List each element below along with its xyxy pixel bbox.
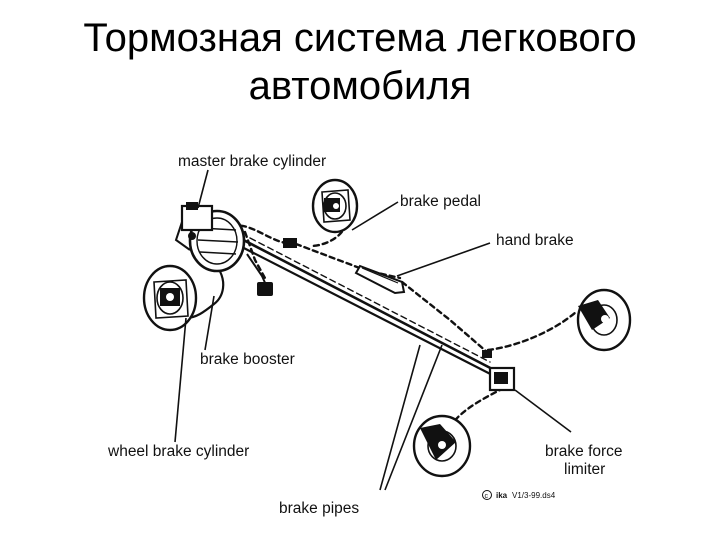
label-brake-force-limiter-line2: limiter [564,461,605,478]
label-brake-pedal: brake pedal [400,193,481,210]
label-wheel-brake-cylinder: wheel brake cylinder [107,443,249,460]
label-brake-booster: brake booster [200,351,295,368]
label-brake-force-limiter-line1: brake force [545,443,623,460]
front-left-wheel-brake [142,264,198,332]
copyright-code: V1/3-99.ds4 [512,491,556,500]
svg-text:c: c [485,493,489,500]
front-right-wheel-brake [311,178,359,234]
copyright-brand: ika [496,491,508,500]
brake-pedal [246,238,297,296]
brake-force-limiter [482,350,516,392]
slide-title: Тормозная система легкового автомобиля [83,16,637,108]
leader-lines [174,169,572,491]
chassis-rail [226,230,508,384]
rear-left-wheel-brake [412,414,472,478]
master-brake-cylinder-and-booster [174,202,246,273]
label-brake-pipes: brake pipes [279,500,359,517]
label-master-brake-cylinder: master brake cylinder [178,153,326,170]
hand-brake-lever [354,264,406,295]
copyright-mark: c ika V1/3-99.ds4 [482,490,556,500]
rear-right-wheel-brake [576,288,632,352]
label-hand-brake: hand brake [496,232,574,249]
front-left-line [185,261,225,320]
